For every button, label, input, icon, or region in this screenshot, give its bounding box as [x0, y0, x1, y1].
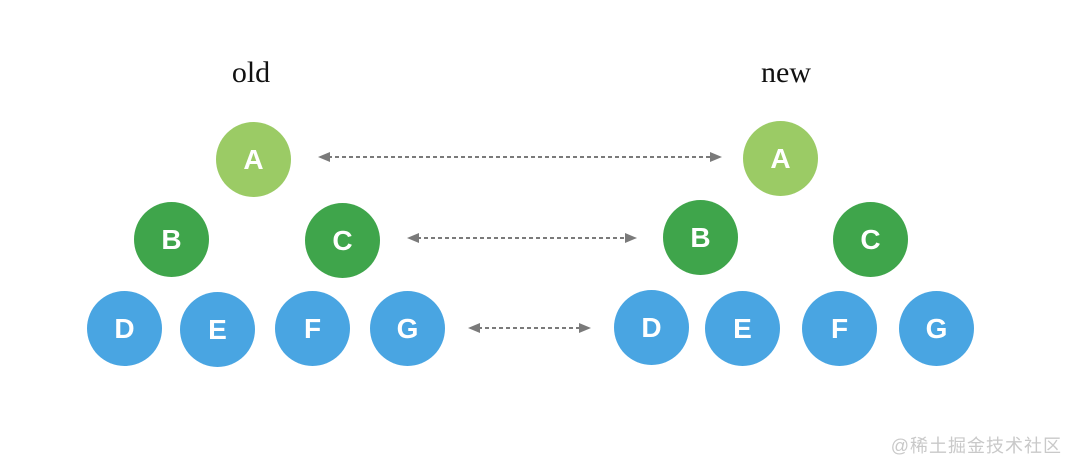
compare-arrow-level-leaf [468, 323, 591, 333]
old-node-e: E [180, 292, 255, 367]
new-tree-title: new [761, 56, 811, 89]
new-node-g: G [899, 291, 974, 366]
old-tree-title: old [231, 56, 271, 89]
new-node-a: A [743, 121, 818, 196]
new-node-d: D [614, 290, 689, 365]
watermark: @稀土掘金技术社区 [890, 436, 1062, 456]
old-node-c: C [305, 203, 380, 278]
new-node-c: C [833, 202, 908, 277]
old-node-b: B [134, 202, 209, 277]
old-node-f: F [275, 291, 350, 366]
new-node-b: B [663, 200, 738, 275]
new-node-f: F [802, 291, 877, 366]
compare-arrow-level-root [318, 152, 722, 162]
compare-arrow-level-branch [407, 233, 637, 243]
old-node-g: G [370, 291, 445, 366]
old-node-d: D [87, 291, 162, 366]
old-node-a: A [216, 122, 291, 197]
new-node-e: E [705, 291, 780, 366]
